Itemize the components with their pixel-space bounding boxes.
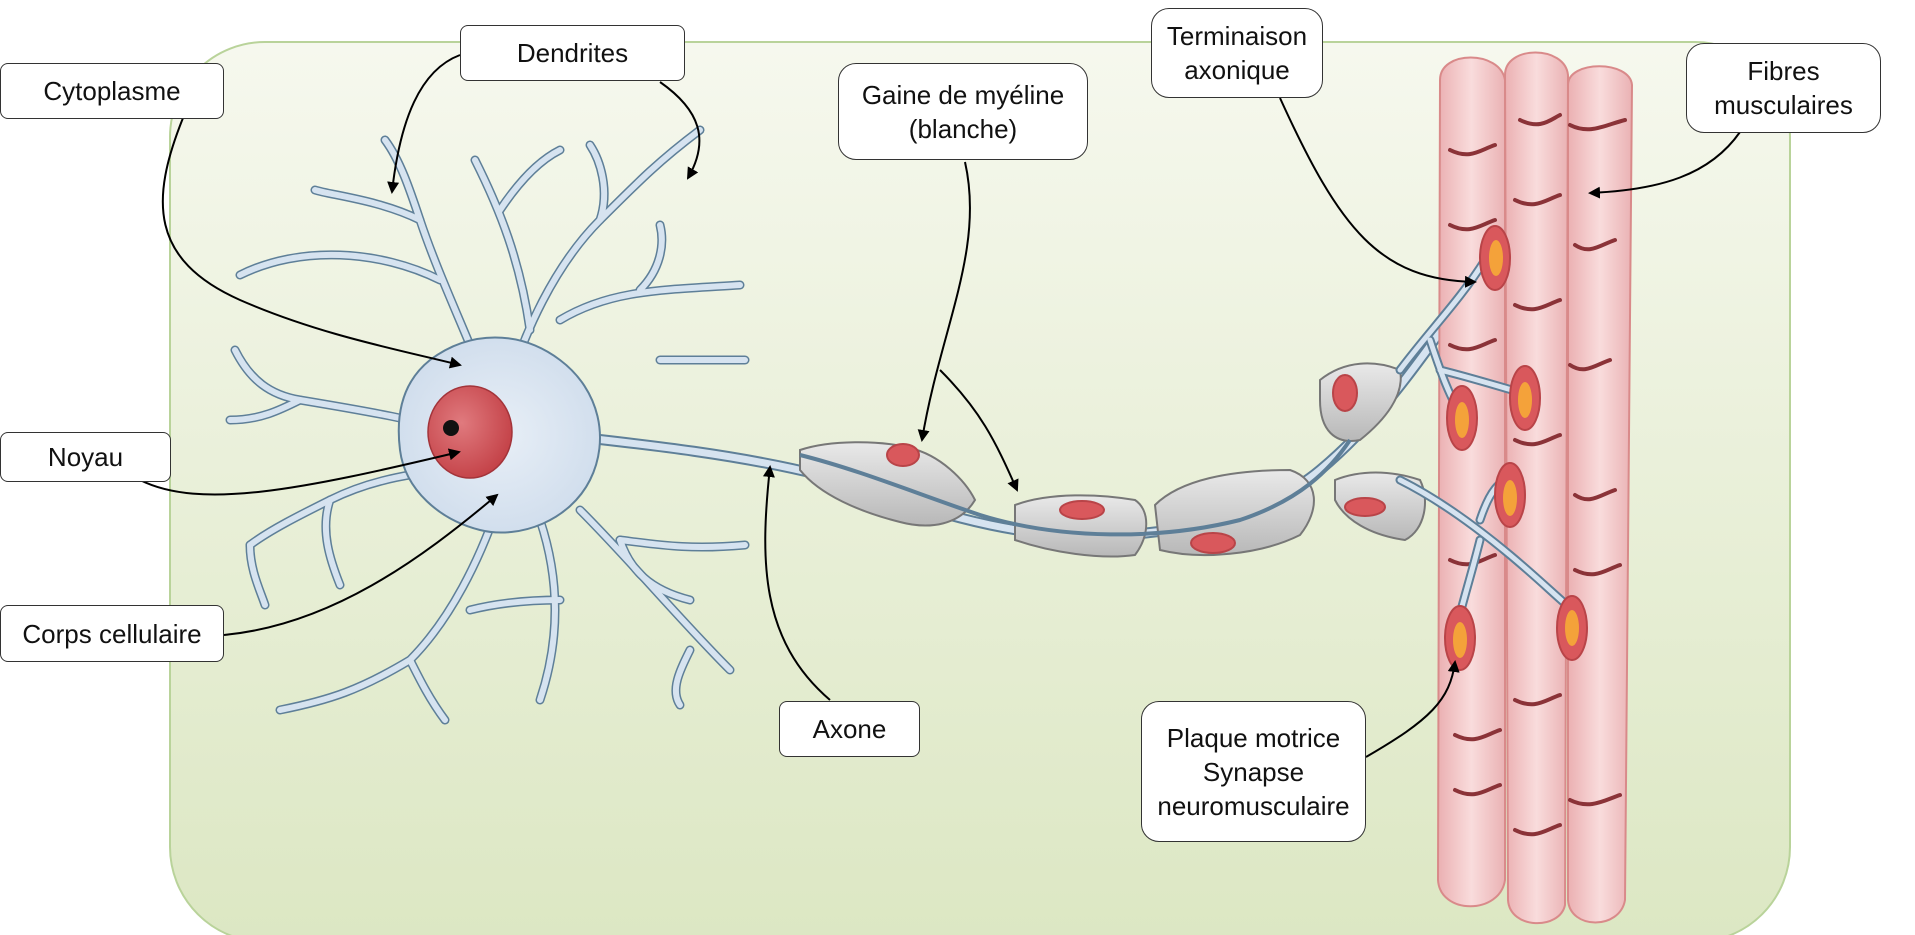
label-gaine-de-myeline: Gaine de myéline (blanche) (838, 63, 1088, 160)
schwann-nucleus (1333, 375, 1357, 411)
label-dendrites: Dendrites (460, 25, 685, 81)
motor-plate (1518, 382, 1532, 418)
motor-plate (1565, 610, 1579, 646)
muscle-fiber (1438, 58, 1505, 907)
motor-plate (1455, 402, 1469, 438)
label-axone: Axone (779, 701, 920, 757)
label-fibres-musculaires: Fibres musculaires (1686, 43, 1881, 133)
schwann-nucleus (887, 444, 919, 466)
label-terminaison-axonique: Terminaison axonique (1151, 8, 1323, 98)
label-corps-cellulaire: Corps cellulaire (0, 605, 224, 662)
schwann-nucleus (1060, 501, 1104, 519)
muscle-fibers (1438, 53, 1632, 924)
motor-plate (1503, 480, 1517, 516)
schwann-nucleus (1191, 533, 1235, 553)
label-noyau: Noyau (0, 432, 171, 482)
nucleolus (443, 420, 459, 436)
label-plaque-motrice: Plaque motrice Synapse neuromusculaire (1141, 701, 1366, 842)
motor-plate (1489, 240, 1503, 276)
label-cytoplasme: Cytoplasme (0, 63, 224, 119)
nucleus (428, 386, 512, 478)
schwann-nucleus (1345, 498, 1385, 516)
motor-plate (1453, 622, 1467, 658)
